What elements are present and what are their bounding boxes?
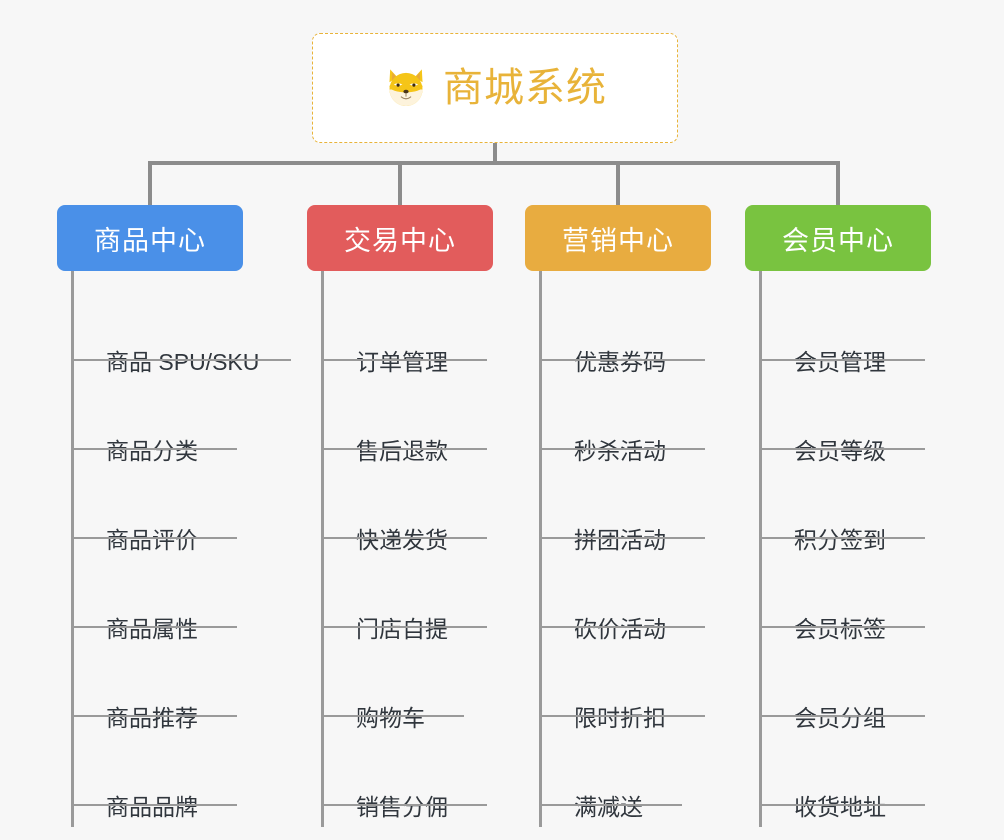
- list-item[interactable]: 会员分组: [759, 649, 931, 738]
- category-label: 营销中心: [562, 225, 674, 256]
- list-item[interactable]: 商品 SPU/SKU: [71, 293, 291, 382]
- item-rule: [71, 537, 237, 539]
- list-item-label: 快递发货: [356, 527, 448, 554]
- list-item[interactable]: 商品品牌: [71, 738, 243, 827]
- list-item[interactable]: 购物车: [321, 649, 493, 738]
- list-item[interactable]: 门店自提: [321, 560, 493, 649]
- child-list-marketing-center: 优惠券码 秒杀活动 拼团活动 砍价活动 限时折扣 满减送: [539, 271, 711, 827]
- category-box-marketing-center[interactable]: 营销中心: [525, 205, 711, 271]
- list-item[interactable]: 会员等级: [759, 382, 931, 471]
- root-node[interactable]: 商城系统: [312, 33, 678, 143]
- list-item[interactable]: 会员管理: [759, 293, 931, 382]
- column-marketing-center: 营销中心 优惠券码 秒杀活动 拼团活动 砍价活动 限时折扣 满减送: [525, 205, 711, 827]
- list-item-label: 收货地址: [794, 794, 886, 821]
- list-item-label: 商品 SPU/SKU: [106, 349, 260, 376]
- list-item-label: 秒杀活动: [574, 438, 666, 465]
- item-rule: [539, 537, 705, 539]
- list-item-label: 销售分佣: [356, 794, 448, 821]
- connector-drop-1: [148, 161, 152, 205]
- category-box-product-center[interactable]: 商品中心: [57, 205, 243, 271]
- item-rule: [71, 448, 237, 450]
- list-item-label: 购物车: [356, 705, 425, 732]
- item-rule: [759, 715, 925, 717]
- list-item[interactable]: 销售分佣: [321, 738, 493, 827]
- connector-horizontal-bus: [148, 161, 840, 165]
- item-rule: [321, 715, 464, 717]
- column-product-center: 商品中心 商品 SPU/SKU 商品分类 商品评价 商品属性 商品推荐 商品品牌: [57, 205, 291, 827]
- list-item-label: 积分签到: [794, 527, 886, 554]
- list-item-label: 会员标签: [794, 616, 886, 643]
- list-item[interactable]: 满减送: [539, 738, 711, 827]
- list-item-label: 商品推荐: [106, 705, 198, 732]
- list-item[interactable]: 商品属性: [71, 560, 243, 649]
- item-rule: [539, 804, 682, 806]
- column-member-center: 会员中心 会员管理 会员等级 积分签到 会员标签 会员分组 收货地址: [745, 205, 931, 827]
- item-rule: [759, 359, 925, 361]
- item-rule: [321, 626, 487, 628]
- child-list-product-center: 商品 SPU/SKU 商品分类 商品评价 商品属性 商品推荐 商品品牌: [71, 271, 291, 827]
- item-rule: [759, 448, 925, 450]
- list-item-label: 订单管理: [356, 349, 448, 376]
- category-label: 交易中心: [344, 225, 456, 256]
- list-item-label: 商品评价: [106, 527, 198, 554]
- category-label: 会员中心: [782, 225, 894, 256]
- item-rule: [71, 626, 237, 628]
- shiba-dog-face-icon: [383, 65, 429, 111]
- list-item[interactable]: 限时折扣: [539, 649, 711, 738]
- column-trade-center: 交易中心 订单管理 售后退款 快递发货 门店自提 购物车 销售分佣: [307, 205, 493, 827]
- list-item-label: 商品属性: [106, 616, 198, 643]
- item-rule: [539, 715, 705, 717]
- list-item-label: 会员分组: [794, 705, 886, 732]
- list-item[interactable]: 优惠券码: [539, 293, 711, 382]
- list-item[interactable]: 商品分类: [71, 382, 243, 471]
- item-rule: [759, 626, 925, 628]
- category-box-member-center[interactable]: 会员中心: [745, 205, 931, 271]
- list-item[interactable]: 售后退款: [321, 382, 493, 471]
- child-list-trade-center: 订单管理 售后退款 快递发货 门店自提 购物车 销售分佣: [321, 271, 493, 827]
- item-rule: [71, 715, 237, 717]
- item-rule: [71, 804, 237, 806]
- list-item-label: 会员等级: [794, 438, 886, 465]
- list-item-label: 商品分类: [106, 438, 198, 465]
- list-item[interactable]: 商品评价: [71, 471, 243, 560]
- list-item[interactable]: 会员标签: [759, 560, 931, 649]
- list-item-label: 门店自提: [356, 616, 448, 643]
- list-item[interactable]: 秒杀活动: [539, 382, 711, 471]
- item-rule: [71, 359, 291, 361]
- list-item-label: 拼团活动: [574, 527, 666, 554]
- item-rule: [539, 359, 705, 361]
- connector-drop-2: [398, 161, 402, 205]
- list-item[interactable]: 砍价活动: [539, 560, 711, 649]
- category-label: 商品中心: [94, 225, 206, 256]
- root-title: 商城系统: [443, 66, 607, 110]
- connector-root-stem: [493, 143, 497, 163]
- item-rule: [759, 537, 925, 539]
- list-item[interactable]: 快递发货: [321, 471, 493, 560]
- item-rule: [321, 359, 487, 361]
- list-item-label: 限时折扣: [574, 705, 666, 732]
- item-rule: [321, 804, 487, 806]
- list-item[interactable]: 收货地址: [759, 738, 931, 827]
- list-item-label: 优惠券码: [574, 349, 666, 376]
- item-rule: [539, 448, 705, 450]
- child-list-member-center: 会员管理 会员等级 积分签到 会员标签 会员分组 收货地址: [759, 271, 931, 827]
- list-item[interactable]: 商品推荐: [71, 649, 243, 738]
- list-item-label: 会员管理: [794, 349, 886, 376]
- list-item[interactable]: 拼团活动: [539, 471, 711, 560]
- item-rule: [321, 537, 487, 539]
- list-item-label: 商品品牌: [106, 794, 198, 821]
- category-box-trade-center[interactable]: 交易中心: [307, 205, 493, 271]
- list-item[interactable]: 订单管理: [321, 293, 493, 382]
- list-item-label: 砍价活动: [574, 616, 666, 643]
- connector-drop-4: [836, 161, 840, 205]
- item-rule: [539, 626, 705, 628]
- list-item-label: 售后退款: [356, 438, 448, 465]
- item-rule: [321, 448, 487, 450]
- item-rule: [759, 804, 925, 806]
- list-item-label: 满减送: [574, 794, 643, 821]
- list-item[interactable]: 积分签到: [759, 471, 931, 560]
- connector-drop-3: [616, 161, 620, 205]
